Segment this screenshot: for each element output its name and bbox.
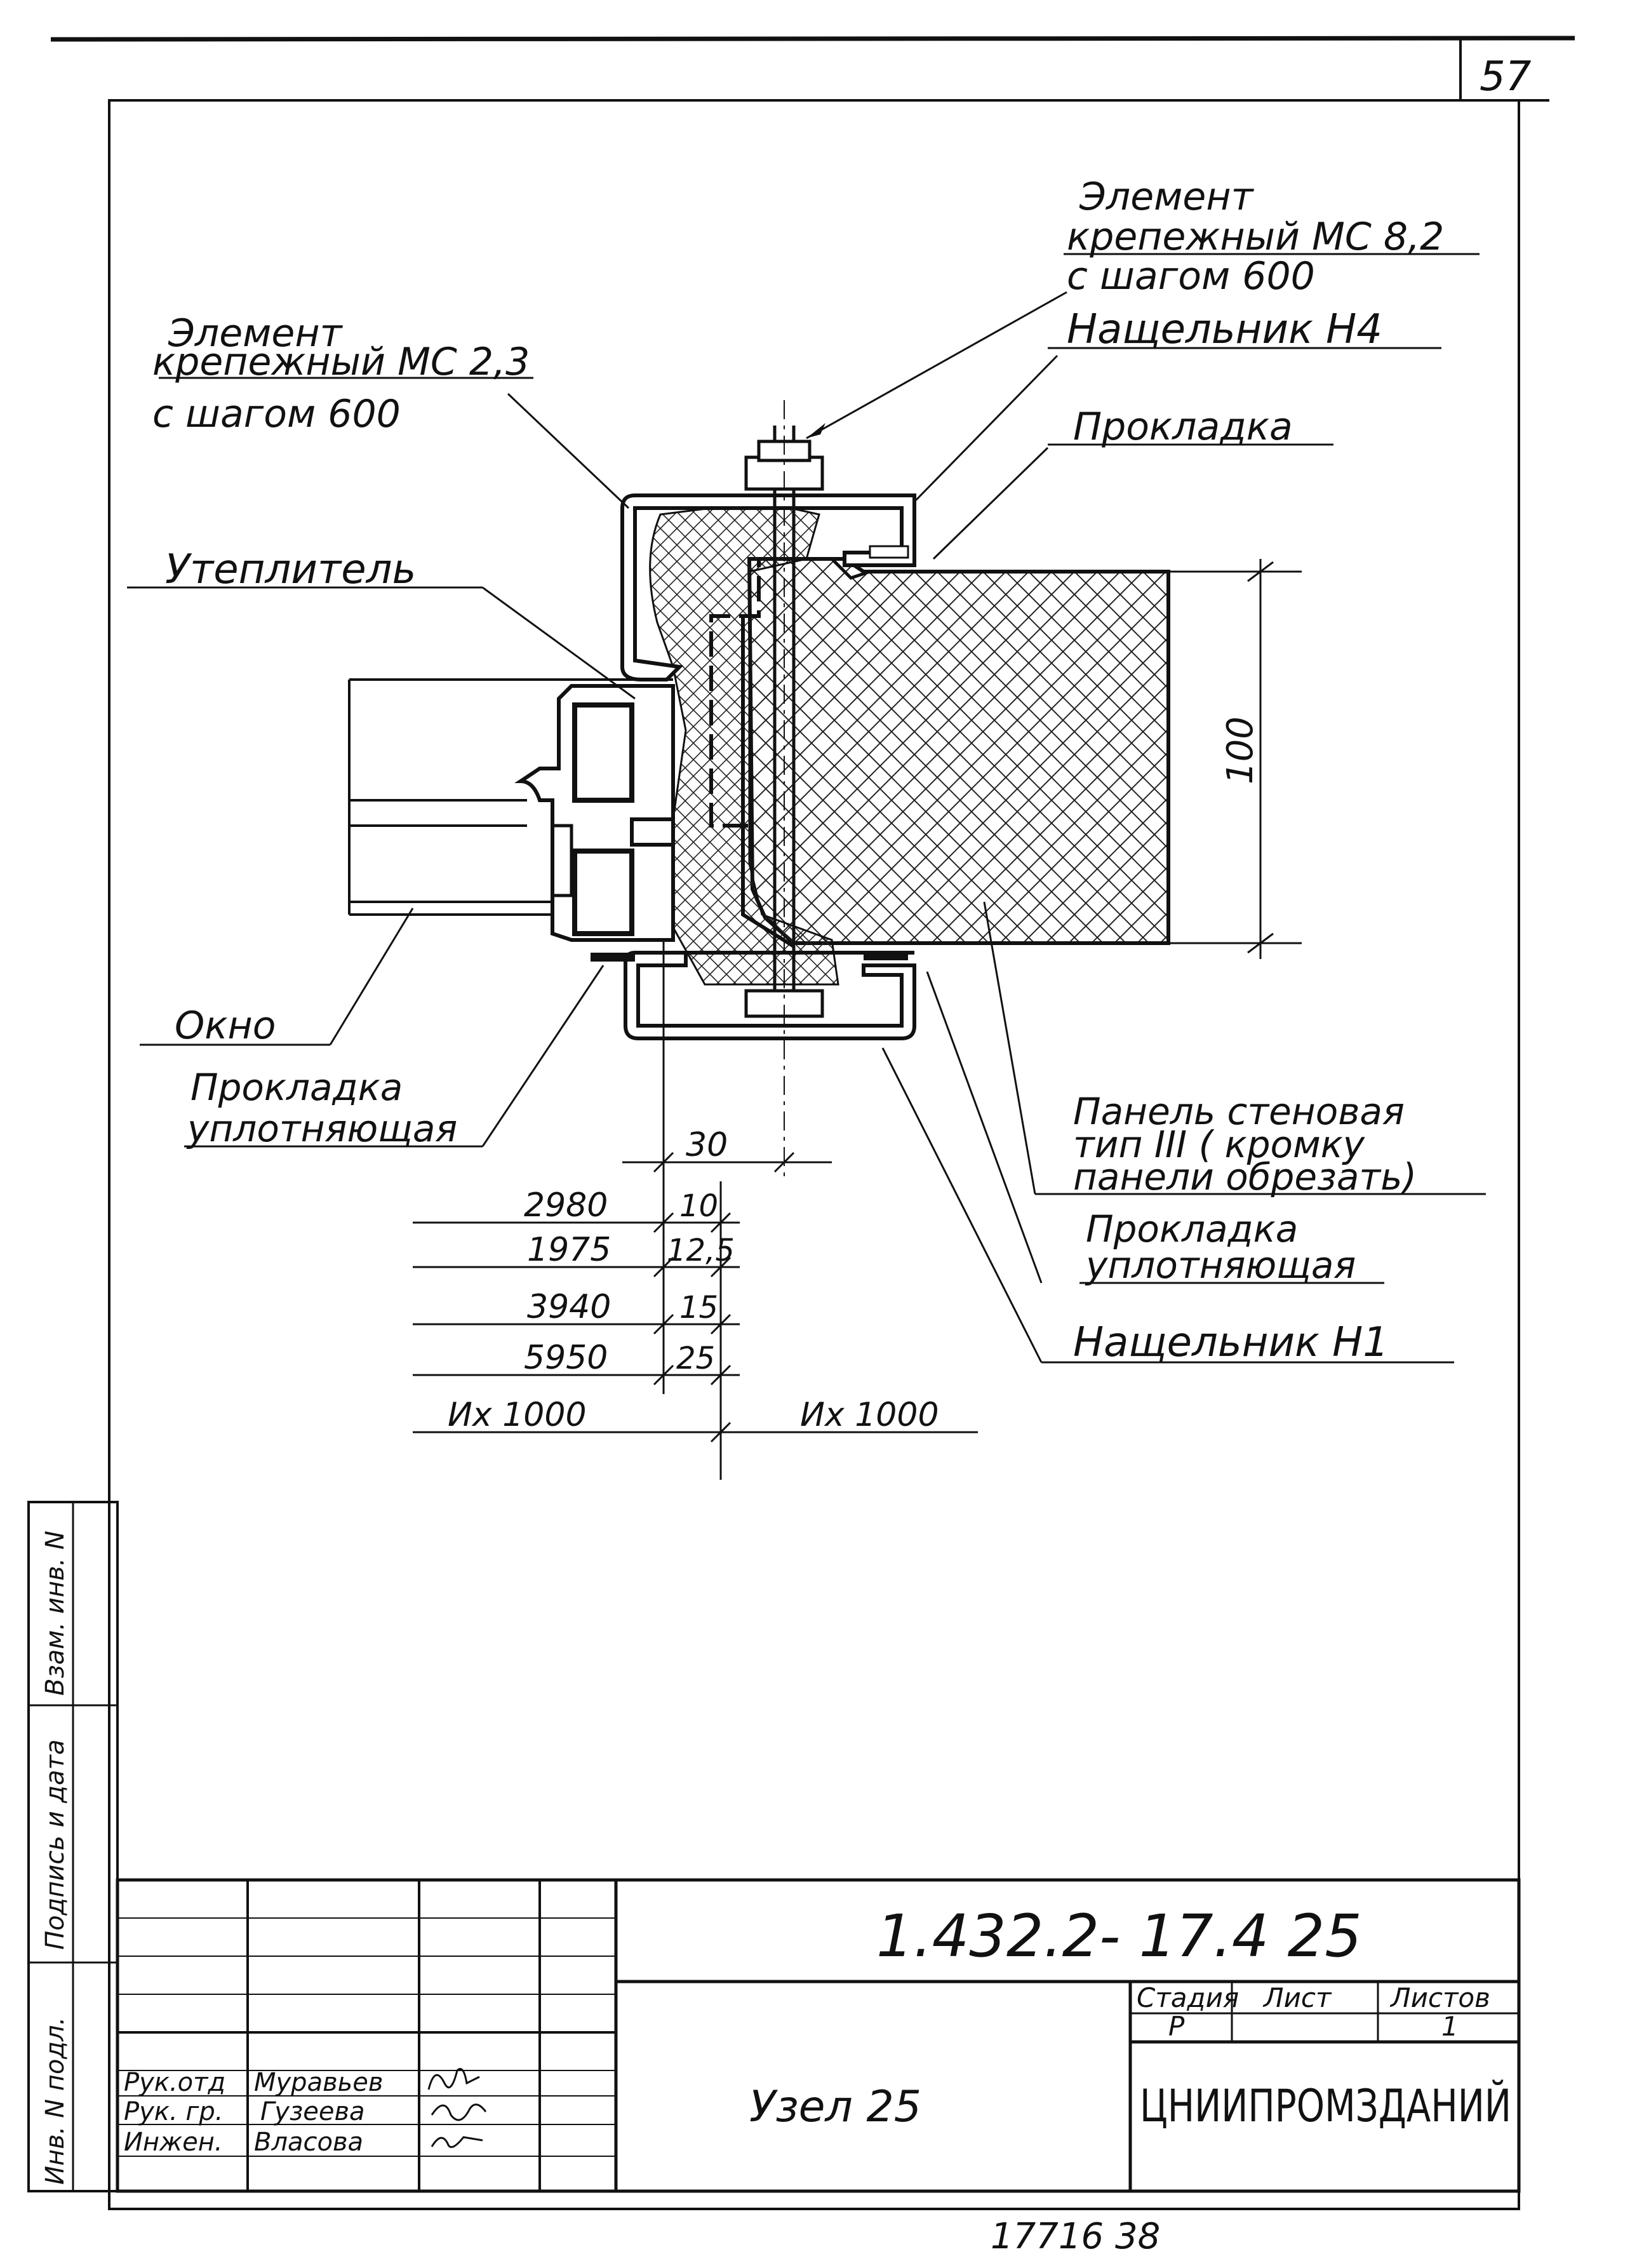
dimension-chain: 30 2980 10 1975 12,5 3940 15 5950 25 Их …: [413, 940, 978, 1480]
label-fastener-mc23-line1: Элемент: [168, 311, 344, 356]
label-wall-panel-line3: панели обрезать): [1073, 1155, 1417, 1198]
dim-row-2-left: 1975: [527, 1231, 611, 1269]
label-wall-panel-line2: тип III ( кромку: [1073, 1123, 1365, 1166]
label-wall-panel-line1: Панель стеновая: [1073, 1090, 1405, 1133]
signatures: [427, 2068, 487, 2149]
drawing-title: Узел 25: [749, 2082, 921, 2132]
staff-name-1: Муравьев: [254, 2068, 383, 2097]
label-sealing-gasket-left-line1: Прокладка: [190, 1066, 403, 1109]
staff-role-3: Инжен.: [124, 2128, 223, 2157]
side-stamp: Взам. инв. N Подпись и дата Инв. N подл.: [27, 1501, 119, 2192]
label-fastener-mc82-line1: Элемент: [1079, 175, 1255, 219]
dim-row-3-right: 15: [679, 1290, 718, 1325]
wall-panel: [747, 557, 1170, 945]
page-frame: [50, 36, 1575, 2210]
stamp-replace-inv: Взам. инв. N: [41, 1531, 70, 1696]
stamp-signature-date: Подпись и дата: [41, 1740, 70, 1950]
label-fastener-mc82-line3: с шагом 600: [1067, 254, 1315, 299]
label-window: Окно: [175, 1003, 276, 1048]
label-fastener-mc23-line2: крепежный МС 2,3: [152, 340, 530, 384]
dim-row-2-right: 12,5: [667, 1233, 735, 1268]
dim-panel-height: 100: [1220, 716, 1261, 784]
dim-top-offset: 30: [686, 1126, 728, 1164]
label-sealing-gasket-right-line1: Прокладка: [1086, 1207, 1298, 1251]
page-number: 57: [1480, 53, 1532, 100]
dim-row-3-left: 3940: [527, 1288, 611, 1326]
stage-value: Р: [1168, 2011, 1185, 2042]
dim-bottom-right: Их 1000: [800, 1396, 939, 1434]
dim-row-4-left: 5950: [524, 1339, 608, 1377]
title-block: 1.432.2- 17.4 25 Узел 25 Стадия Лист Лис…: [116, 1878, 1521, 2193]
label-flashing-h4: Нащельник Н4: [1067, 306, 1382, 353]
staff-role-2: Рук. гр.: [124, 2097, 224, 2126]
organization: ЦНИИПРОМЗДАНИЙ: [1140, 2080, 1511, 2132]
callouts: Элемент крепежный МС 8,2 с шагом 600 Нащ…: [152, 175, 1444, 1366]
stamp-inv-no: Инв. N подл.: [41, 2017, 70, 2185]
archive-number: 17716 38: [991, 2216, 1160, 2257]
dim-row-1-left: 2980: [524, 1186, 608, 1225]
node-detail: 100: [348, 400, 1302, 1181]
dim-row-1-right: 10: [679, 1188, 718, 1224]
document-code: 1.432.2- 17.4 25: [876, 1902, 1362, 1970]
label-fastener-mc23-line3: с шагом 600: [152, 392, 401, 436]
sheet-header: Лист: [1262, 1982, 1332, 2013]
stage-header: Стадия: [1137, 1982, 1239, 2013]
dim-bottom-left: Их 1000: [448, 1396, 587, 1434]
sheets-header: Листов: [1389, 1982, 1490, 2013]
label-sealing-gasket-left-line2: уплотняющая: [186, 1107, 457, 1150]
sheets-value: 1: [1441, 2011, 1459, 2042]
dim-row-4-right: 25: [676, 1341, 715, 1376]
label-fastener-mc82-line2: крепежный МС 8,2: [1067, 215, 1444, 259]
label-insulation: Утеплитель: [165, 546, 416, 593]
staff-role-1: Рук.отд: [124, 2068, 225, 2097]
staff-name-2: Гузеева: [260, 2097, 365, 2126]
leader-lines: [127, 253, 1486, 1364]
label-gasket: Прокладка: [1073, 405, 1293, 449]
staff-name-3: Власова: [254, 2128, 363, 2157]
label-sealing-gasket-right-line2: уплотняющая: [1085, 1244, 1356, 1287]
label-flashing-h1: Нащельник Н1: [1073, 1319, 1389, 1366]
